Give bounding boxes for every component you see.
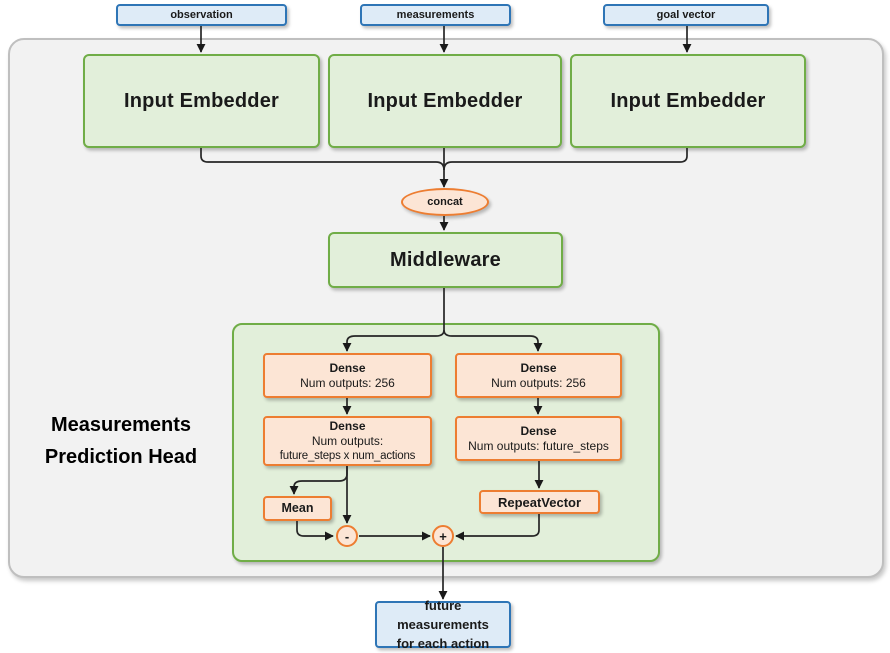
output-label-line2: for each action [396, 636, 490, 651]
concat-label: concat [427, 196, 463, 208]
minus-node: - [336, 525, 358, 547]
input-embedder-3: Input Embedder [570, 54, 806, 148]
dense-right-2-subtitle: Num outputs: future_steps [468, 438, 609, 453]
repeat-vector-label: RepeatVector [497, 494, 582, 510]
dense-right-1-subtitle: Num outputs: 256 [491, 375, 586, 390]
dense-left-2-title: Dense [329, 418, 366, 433]
prediction-head-title-line2: Prediction Head [44, 446, 198, 468]
input-measurements: measurements [360, 4, 511, 26]
input-observation-label: observation [170, 9, 233, 21]
input-embedder-2-label: Input Embedder [367, 89, 523, 112]
input-embedder-2: Input Embedder [328, 54, 562, 148]
input-embedder-1: Input Embedder [83, 54, 320, 148]
input-goal-vector: goal vector [603, 4, 769, 26]
dense-left-2-subtitle2: future_steps x num_actions [279, 449, 416, 462]
output-box: future measurements for each action [375, 598, 511, 651]
dense-right-1: Dense Num outputs: 256 [455, 353, 622, 398]
prediction-head-title: Measurements Prediction Head [18, 409, 224, 473]
input-embedder-3-label: Input Embedder [610, 89, 766, 112]
dense-right-2-title: Dense [520, 423, 557, 438]
mean-label: Mean [281, 501, 314, 515]
minus-label: - [344, 528, 350, 544]
prediction-head-title-line1: Measurements [50, 414, 192, 436]
input-embedder-1-label: Input Embedder [123, 89, 280, 112]
input-observation: observation [116, 4, 287, 26]
plus-label: + [439, 528, 447, 544]
mean-node: Mean [263, 496, 332, 521]
input-measurements-label: measurements [396, 9, 475, 21]
dense-left-1-subtitle: Num outputs: 256 [300, 375, 395, 390]
plus-node: + [432, 525, 454, 547]
middleware-node: Middleware [328, 232, 563, 288]
middleware-label: Middleware [390, 248, 501, 271]
dense-right-2: Dense Num outputs: future_steps [455, 416, 622, 461]
concat-node: concat [401, 188, 489, 216]
repeat-vector-node: RepeatVector [479, 490, 600, 514]
dense-left-1-title: Dense [329, 360, 366, 375]
dense-left-2-subtitle1: Num outputs: [311, 433, 384, 448]
dense-right-1-title: Dense [520, 360, 557, 375]
dense-left-1: Dense Num outputs: 256 [263, 353, 432, 398]
output-label-line1: future measurements [397, 598, 489, 632]
input-goal-vector-label: goal vector [656, 9, 716, 21]
dense-left-2: Dense Num outputs: future_steps x num_ac… [263, 416, 432, 466]
